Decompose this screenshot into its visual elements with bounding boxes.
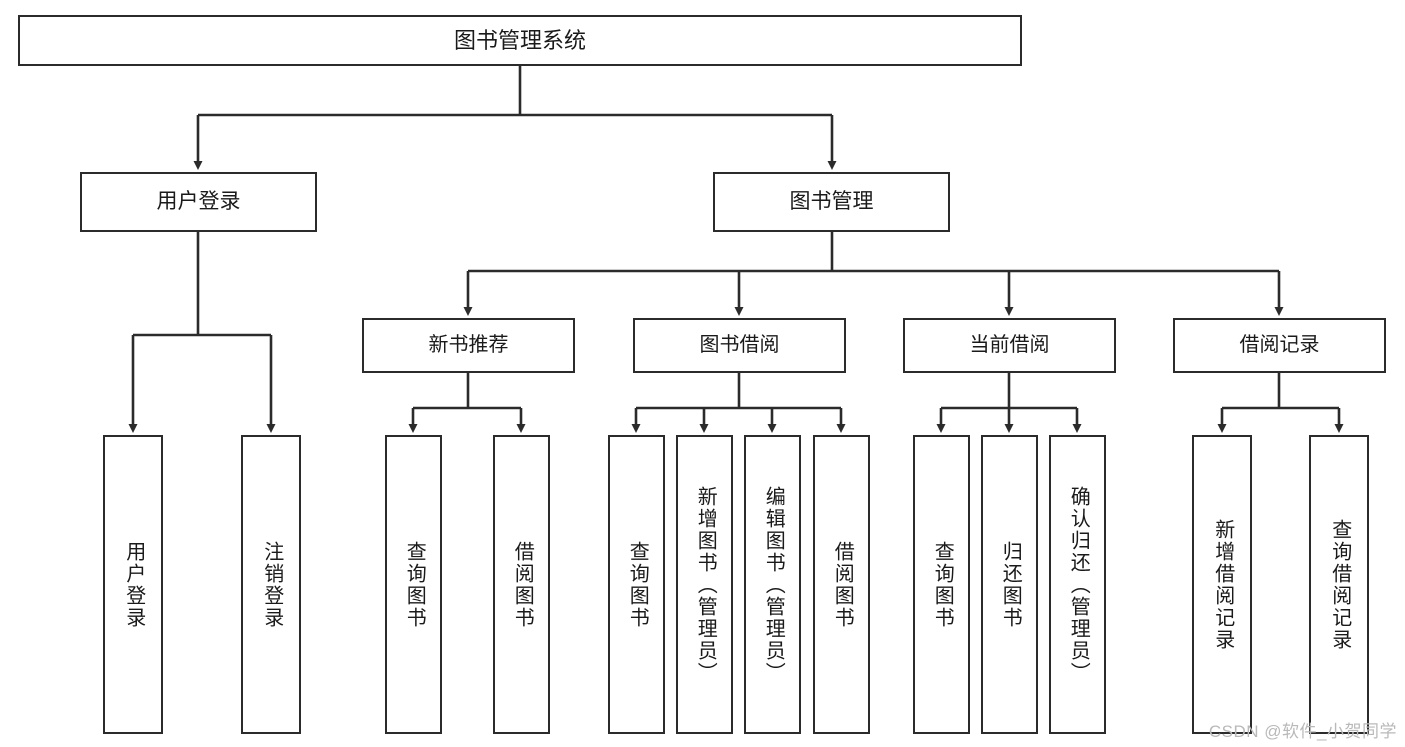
node-label: 图书管理系统 — [453, 27, 586, 53]
node-borrow-record[interactable]: 借阅记录 — [1173, 318, 1386, 373]
node-label: 用户登录 — [122, 540, 145, 629]
node-label: 借阅图书 — [831, 540, 854, 629]
node-book-borrow[interactable]: 图书借阅 — [633, 318, 846, 373]
node-label: 用户登录 — [156, 189, 241, 213]
node-label: 查询借阅记录 — [1328, 518, 1351, 651]
node-user-login[interactable]: 用户登录 — [80, 172, 317, 232]
node-label: 新增图书（管理员） — [694, 485, 717, 684]
node-label: 新增借阅记录 — [1211, 518, 1234, 651]
node-label: 归还图书 — [999, 540, 1022, 629]
node-label: 确认归还（管理员） — [1067, 485, 1090, 684]
node-label: 图书管理 — [789, 189, 874, 213]
leaf-borrow-edit-book-admin[interactable]: 编辑图书（管理员） — [744, 435, 801, 734]
node-label: 图书借阅 — [699, 333, 780, 356]
node-label: 借阅记录 — [1239, 333, 1320, 356]
node-label: 新书推荐 — [428, 333, 509, 356]
leaf-record-query-record[interactable]: 查询借阅记录 — [1309, 435, 1369, 734]
node-label: 借阅图书 — [511, 540, 534, 629]
leaf-user-login-signout[interactable]: 注销登录 — [241, 435, 301, 734]
leaf-recommend-borrow-book[interactable]: 借阅图书 — [493, 435, 550, 734]
leaf-current-return-book[interactable]: 归还图书 — [981, 435, 1038, 734]
leaf-recommend-query-book[interactable]: 查询图书 — [385, 435, 442, 734]
node-label: 查询图书 — [626, 540, 649, 629]
leaf-current-confirm-return-admin[interactable]: 确认归还（管理员） — [1049, 435, 1106, 734]
csdn-watermark: CSDN @软件_小贺同学 — [1208, 722, 1397, 741]
node-root-system[interactable]: 图书管理系统 — [18, 15, 1022, 66]
node-new-book-recommend[interactable]: 新书推荐 — [362, 318, 575, 373]
node-label: 注销登录 — [260, 540, 283, 629]
leaf-record-add-record[interactable]: 新增借阅记录 — [1192, 435, 1252, 734]
leaf-borrow-add-book-admin[interactable]: 新增图书（管理员） — [676, 435, 733, 734]
node-label: 查询图书 — [403, 540, 426, 629]
leaf-borrow-borrow-book[interactable]: 借阅图书 — [813, 435, 870, 734]
node-current-borrow[interactable]: 当前借阅 — [903, 318, 1116, 373]
node-label: 当前借阅 — [969, 333, 1050, 356]
node-label: 编辑图书（管理员） — [762, 485, 785, 684]
leaf-current-query-book[interactable]: 查询图书 — [913, 435, 970, 734]
leaf-borrow-query-book[interactable]: 查询图书 — [608, 435, 665, 734]
leaf-user-login-signin[interactable]: 用户登录 — [103, 435, 163, 734]
node-label: 查询图书 — [931, 540, 954, 629]
node-book-management[interactable]: 图书管理 — [713, 172, 950, 232]
